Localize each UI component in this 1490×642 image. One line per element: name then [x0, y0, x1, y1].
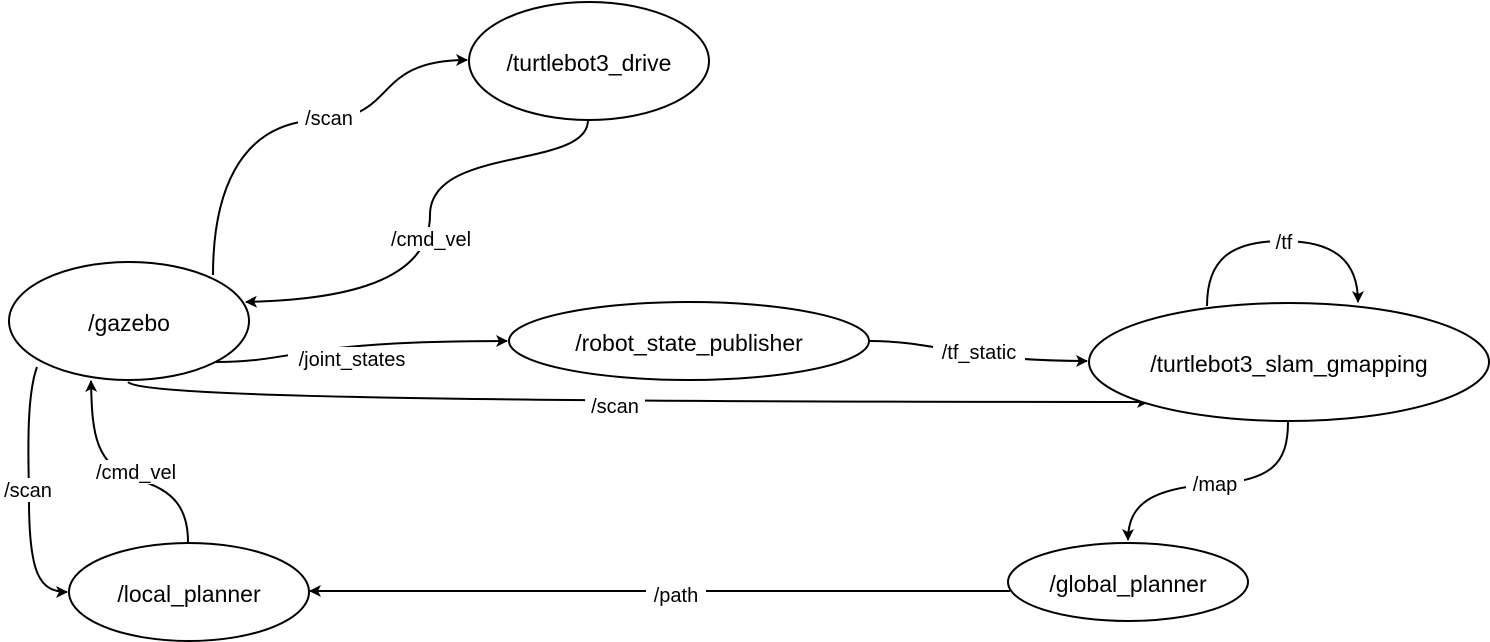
edge-label-map: /map: [1193, 474, 1237, 496]
edge-slam-to-global-map: /map: [1122, 421, 1289, 541]
edge-local-to-gazebo-cmd-vel: /cmd_vel: [85, 380, 189, 543]
node-label: /robot_state_publisher: [575, 330, 803, 356]
edge-gazebo-to-rsp-joint-states: /joint_states: [214, 335, 508, 371]
edge-label-joint-states: /joint_states: [299, 349, 406, 371]
node-label: /local_planner: [117, 581, 261, 607]
edge-label-tf-static: /tf_static: [942, 342, 1016, 364]
edge-gazebo-to-slam-scan: /scan: [127, 381, 1149, 418]
edge-label-tf: /tf: [1276, 232, 1293, 254]
edge-gazebo-to-local-scan: /scan: [0, 366, 68, 598]
node-global-planner: /global_planner: [1007, 542, 1249, 622]
edge-rsp-to-slam-tf-static: /tf_static: [867, 340, 1088, 367]
node-robot-state-publisher: /robot_state_publisher: [508, 301, 870, 381]
edge-global-to-local-path: /path: [309, 583, 1010, 607]
node-gazebo: /gazebo: [8, 261, 250, 381]
edge-drive-to-gazebo-cmd-vel: /cmd_vel: [245, 119, 589, 308]
node-label: /turtlebot3_drive: [507, 50, 672, 76]
node-label: /turtlebot3_slam_gmapping: [1150, 351, 1427, 377]
edge-label-scan: /scan: [305, 108, 353, 130]
edge-label-scan: /scan: [4, 480, 52, 502]
edge-label-cmd-vel: /cmd_vel: [391, 229, 471, 251]
node-turtlebot3-drive: /turtlebot3_drive: [468, 1, 710, 121]
node-label: /gazebo: [88, 310, 170, 336]
node-label: /global_planner: [1049, 571, 1207, 597]
node-turtlebot3-slam-gmapping: /turtlebot3_slam_gmapping: [1088, 302, 1490, 422]
node-local-planner: /local_planner: [68, 542, 310, 642]
edge-gazebo-to-drive-scan: /scan: [212, 54, 468, 276]
edge-label-path: /path: [654, 585, 698, 607]
edge-slam-self-tf: /tf: [1206, 230, 1364, 307]
edge-label-scan: /scan: [591, 396, 639, 418]
edge-label-cmd-vel: /cmd_vel: [96, 462, 176, 484]
